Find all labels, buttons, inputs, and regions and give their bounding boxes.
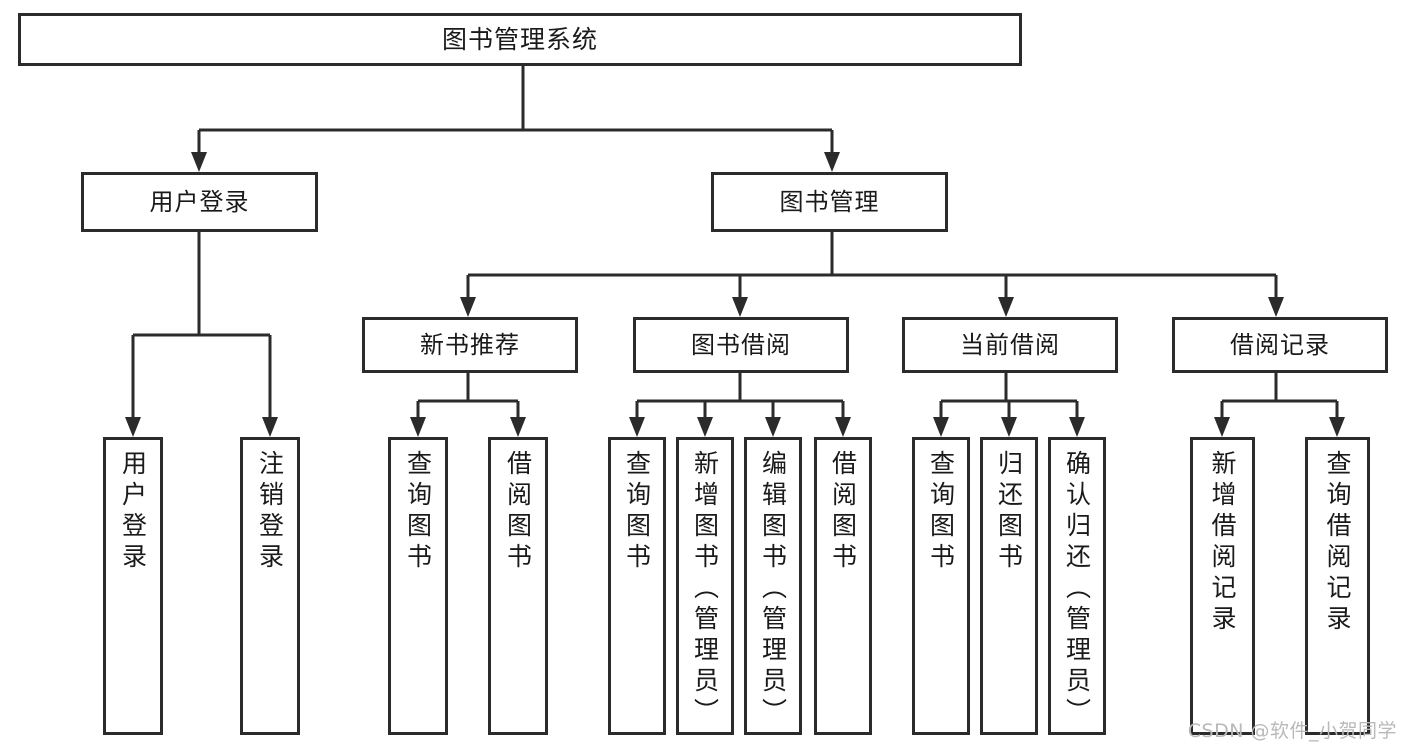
arrow-user-login-leaf-2 — [262, 417, 278, 437]
leaf-new-book-query[interactable]: 查询图书 — [388, 437, 448, 735]
leaf-user-login-login[interactable]: 用户登录 — [103, 437, 163, 735]
node-root-book-management-system[interactable]: 图书管理系统 — [18, 13, 1022, 66]
leaf-new-book-borrow[interactable]: 借阅图书 — [488, 437, 548, 735]
leaf-user-login-logout[interactable]: 注销登录 — [240, 437, 300, 735]
node-label: 查询图书 — [926, 450, 956, 574]
node-label: 借阅记录 — [1230, 330, 1330, 359]
arrow-book-borrow-leaf-1 — [629, 417, 645, 437]
leaf-book-borrow-query[interactable]: 查询图书 — [608, 437, 666, 735]
arrow-new-book-leaf-1 — [410, 417, 426, 437]
csdn-watermark: CSDN @软件_小贺同学 — [1187, 720, 1397, 742]
arrow-book-borrow-leaf-4 — [835, 417, 851, 437]
node-label: 图书管理系统 — [441, 24, 598, 54]
arrow-current-borrow-leaf-3 — [1069, 417, 1085, 437]
leaf-borrow-record-query[interactable]: 查询借阅记录 — [1305, 437, 1370, 735]
arrow-borrow-record-leaf-2 — [1329, 417, 1345, 437]
arrow-new-book-leaf-2 — [510, 417, 526, 437]
arrow-borrow-record-leaf-1 — [1214, 417, 1230, 437]
node-label: 查询借阅记录 — [1323, 450, 1352, 636]
arrow-root-to-book-manage — [824, 152, 840, 172]
leaf-current-borrow-query[interactable]: 查询图书 — [912, 437, 970, 735]
node-label: 当前借阅 — [960, 330, 1060, 359]
node-label: 确认归还（管理员） — [1062, 450, 1092, 729]
arrow-book-borrow-leaf-3 — [765, 417, 781, 437]
leaf-book-borrow-edit[interactable]: 编辑图书（管理员） — [744, 437, 802, 735]
node-label: 用户登录 — [149, 187, 250, 216]
node-label: 借阅图书 — [828, 450, 858, 574]
leaf-borrow-record-add[interactable]: 新增借阅记录 — [1190, 437, 1255, 735]
node-label: 新书推荐 — [420, 330, 520, 359]
node-label: 图书借阅 — [691, 330, 791, 359]
node-borrow-record[interactable]: 借阅记录 — [1172, 317, 1388, 373]
arrow-book-borrow-leaf-2 — [697, 417, 713, 437]
node-book-borrow[interactable]: 图书借阅 — [633, 317, 849, 373]
node-label: 编辑图书（管理员） — [758, 450, 788, 729]
node-new-book-recommend[interactable]: 新书推荐 — [362, 317, 578, 373]
node-label: 新增借阅记录 — [1208, 450, 1237, 636]
node-label: 用户登录 — [118, 450, 148, 574]
leaf-book-borrow-add[interactable]: 新增图书（管理员） — [676, 437, 734, 735]
node-label: 查询图书 — [622, 450, 652, 574]
node-current-borrow[interactable]: 当前借阅 — [902, 317, 1118, 373]
leaf-current-borrow-confirm-return[interactable]: 确认归还（管理员） — [1048, 437, 1106, 735]
node-label: 查询图书 — [403, 450, 433, 574]
node-label: 新增图书（管理员） — [690, 450, 720, 729]
leaf-current-borrow-return[interactable]: 归还图书 — [980, 437, 1038, 735]
node-label: 借阅图书 — [503, 450, 533, 574]
arrow-to-book-borrow — [732, 297, 748, 317]
arrow-root-to-user-login — [191, 152, 207, 172]
node-book-management[interactable]: 图书管理 — [711, 172, 948, 232]
arrow-user-login-leaf-1 — [125, 417, 141, 437]
node-label: 图书管理 — [779, 187, 880, 216]
arrow-current-borrow-leaf-2 — [1001, 417, 1017, 437]
arrow-to-borrow-record — [1268, 297, 1284, 317]
node-label: 归还图书 — [994, 450, 1024, 574]
node-user-login[interactable]: 用户登录 — [81, 172, 318, 232]
leaf-book-borrow-borrow[interactable]: 借阅图书 — [814, 437, 872, 735]
arrow-current-borrow-leaf-1 — [933, 417, 949, 437]
arrow-to-new-book — [460, 297, 476, 317]
node-label: 注销登录 — [255, 450, 285, 574]
arrow-to-current-borrow — [998, 297, 1014, 317]
